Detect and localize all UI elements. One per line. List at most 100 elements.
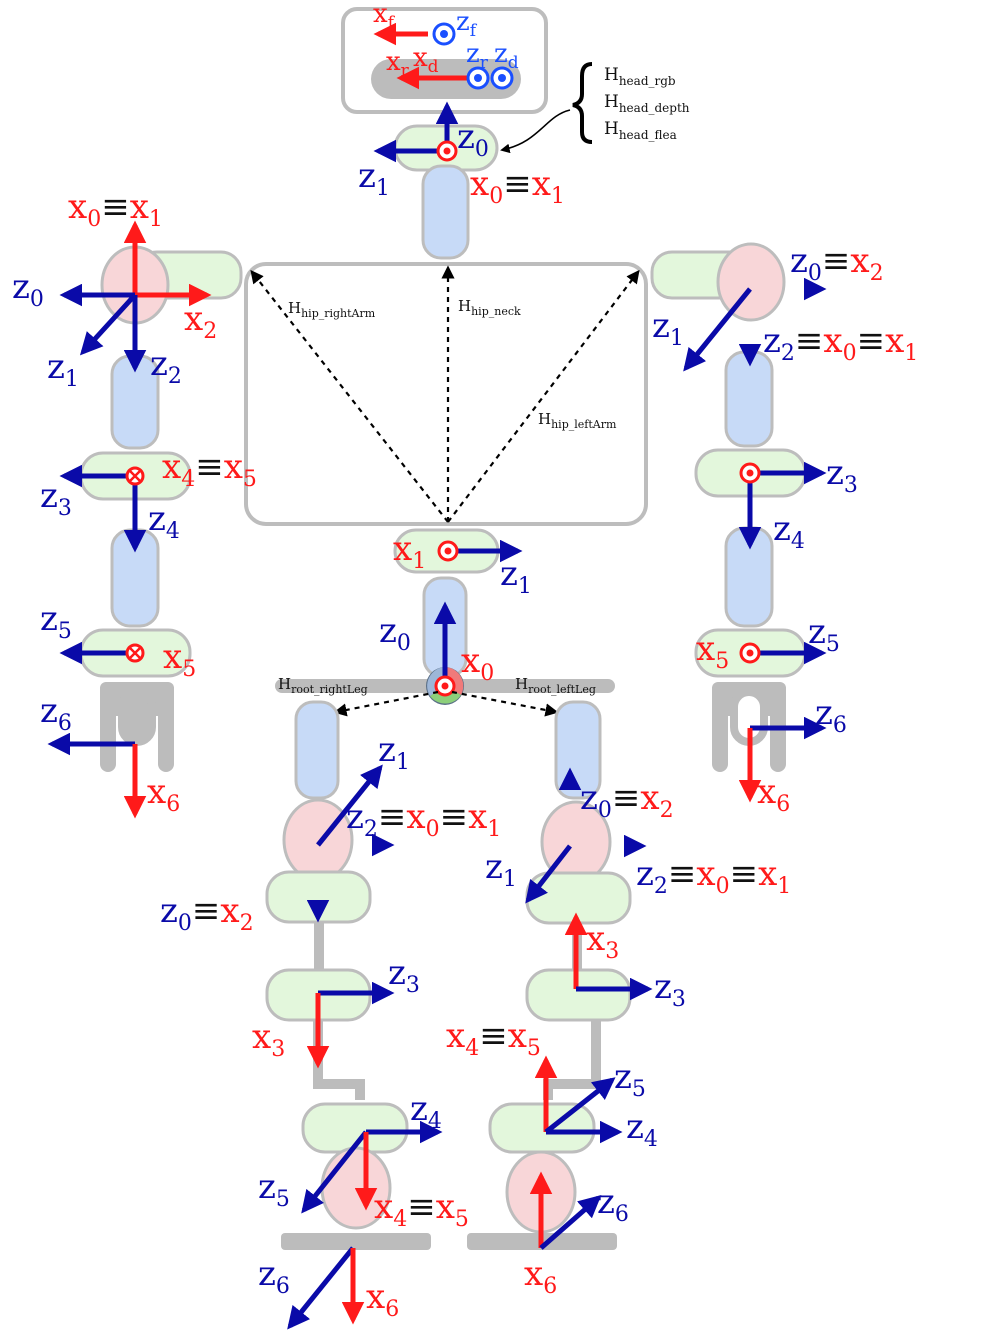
lbl-rarm-z5: z5 (40, 599, 72, 644)
rleg-hip-link (294, 700, 340, 800)
hip-rightArm-arrow (250, 269, 449, 523)
lbl-rleg-z4: z4 (410, 1089, 442, 1134)
lbl-larm-z1: z1 (652, 306, 684, 351)
rarm-x4-cross (129, 470, 141, 482)
neck-link (421, 164, 470, 260)
lbl-larm-z6: z6 (815, 693, 847, 738)
lleg-z1-arrow (525, 844, 572, 904)
rleg-foot (281, 1233, 431, 1250)
lbl-rleg-z6: z6 (258, 1254, 290, 1299)
lbl-larm-z3: z3 (826, 453, 858, 498)
larm-z1-arrow (683, 287, 752, 372)
lbl-lleg-z2-x0-x1: z2≡x0≡x1 (636, 854, 791, 899)
lbl-rarm-x6: x6 (147, 772, 180, 817)
lbl-head-xf: xf (373, 0, 396, 33)
lbl-rleg-z2-x0-x1: z2≡x0≡x1 (346, 797, 501, 842)
lbl-rleg-z3: z3 (388, 953, 420, 998)
lbl-larm-z5: z5 (808, 612, 840, 657)
lbl-h-head-rgb: Hhead_rgb (604, 65, 676, 88)
torso-box (244, 262, 648, 526)
lbl-larm-x5: x5 (696, 629, 729, 674)
lbl-lleg-z0-x2: z0≡x2 (580, 778, 674, 823)
rleg-z1-arrow (316, 764, 383, 847)
lbl-rleg-z1: z1 (378, 730, 410, 775)
larm-upper-link (724, 350, 774, 448)
lbl-h-root-rightLeg: Hroot_rightLeg (278, 675, 368, 696)
zf-dot (440, 30, 448, 38)
lbl-larm-z4: z4 (773, 509, 805, 554)
lbl-neck-z1: z1 (358, 156, 390, 201)
root-x0-dot (441, 682, 449, 690)
neck-x-dot (443, 147, 451, 155)
lbl-lleg-x3: x3 (586, 919, 619, 964)
lbl-lleg-z6: z6 (597, 1182, 629, 1227)
larm-finger-1 (712, 700, 728, 772)
lbl-rarm-z4: z4 (148, 499, 180, 544)
rarm-z1-arrow (79, 293, 137, 356)
root-rightLeg-arrow (333, 690, 439, 717)
lbl-torso-x1: x1 (393, 529, 426, 574)
left-leg-group: z0≡x2 z1 z2≡x0≡x1 x3 z3 x4≡x5 z5 z4 z6 x… (446, 700, 791, 1299)
lleg-shin-link (543, 1020, 601, 1100)
rleg-shin-link (313, 1020, 365, 1100)
rleg-z5-arrow (301, 1130, 368, 1214)
rarm-x5-cross (129, 647, 141, 659)
lbl-rarm-z6: z6 (40, 691, 72, 736)
torso-group: Hhip_rightArm Hhip_neck Hhip_leftArm x1 … (244, 262, 648, 717)
lbl-lleg-z1: z1 (485, 847, 517, 892)
root-leftLeg-arrow (451, 690, 559, 717)
lbl-h-head-depth: Hhead_depth (604, 92, 690, 115)
lbl-lleg-x4-x5: x4≡x5 (446, 1016, 541, 1061)
head-group: xf zf xr xd zr zd z0 z1 x0≡x1 Hhead_rgb … (341, 0, 690, 260)
lbl-neck-x0-x1: x0≡x1 (470, 164, 565, 209)
left-arm-group: z0≡x2 z1 z2≡x0≡x1 z3 z4 x5 z5 z6 x6 (650, 241, 918, 817)
lbl-rleg-x3: x3 (252, 1017, 285, 1062)
lbl-neck-z0: z0 (457, 117, 489, 162)
lbl-h-root-leftLeg: Hroot_leftLeg (515, 675, 596, 696)
lbl-head-zf: zf (456, 7, 478, 41)
lbl-rarm-z2: z2 (150, 344, 182, 389)
zd-dot (498, 74, 506, 82)
lbl-rleg-x6: x6 (366, 1277, 399, 1322)
larm-x3-dot (746, 469, 754, 477)
lbl-head-zr: zr (466, 39, 489, 73)
lbl-head-xr: xr (386, 47, 410, 81)
lleg-ankle-joint-a (488, 1102, 596, 1154)
lbl-larm-x6: x6 (757, 772, 790, 817)
lbl-rleg-z0-x2: z0≡x2 (160, 891, 254, 936)
right-leg-group: z1 z2≡x0≡x1 z0≡x2 z3 x3 z4 z5 x4≡x5 z6 x… (160, 700, 501, 1330)
larm-finger-2 (770, 700, 786, 772)
lbl-rarm-x4-x5: x4≡x5 (162, 447, 257, 492)
right-arm-group: x0≡x1 z0 x2 z1 z2 x4≡x5 z3 z4 z5 x5 z6 x… (12, 187, 257, 819)
lbl-h-head-flea: Hhead_flea (604, 119, 677, 142)
lbl-larm-z0-x2: z0≡x2 (790, 241, 884, 286)
lbl-lleg-z4: z4 (626, 1107, 658, 1152)
lbl-rarm-x0-x1: x0≡x1 (68, 187, 163, 232)
lbl-root-x0: x0 (461, 641, 494, 686)
lbl-rleg-z5: z5 (258, 1167, 290, 1212)
lbl-torso-z1: z1 (500, 554, 532, 599)
lbl-lleg-z3: z3 (654, 967, 686, 1012)
rleg-z6-arrow (287, 1246, 355, 1330)
lbl-rarm-z3: z3 (40, 476, 72, 521)
lbl-rarm-x2: x2 (184, 299, 217, 344)
head-transform-brace (572, 62, 593, 144)
rarm-finger-gap (118, 688, 156, 746)
lleg-z6-arrow (539, 1195, 602, 1250)
lbl-root-z0: z0 (379, 611, 411, 656)
zr-dot (474, 74, 482, 82)
lbl-rarm-x5b: x5 (163, 637, 196, 682)
lbl-rarm-z1: z1 (47, 347, 79, 392)
lbl-head-xd: xd (413, 43, 439, 77)
lbl-h-hip-leftArm: Hhip_leftArm (538, 410, 617, 431)
torso-x1-dot (444, 547, 452, 555)
lbl-h-hip-neck: Hhip_neck (458, 297, 521, 318)
head-transform-pointer (500, 109, 571, 154)
rleg-connector-1 (314, 922, 324, 970)
lbl-head-zd: zd (494, 39, 519, 73)
rarm-finger-2 (158, 700, 174, 772)
lbl-rleg-x4-x5: x4≡x5 (374, 1187, 469, 1232)
lbl-lleg-z5: z5 (614, 1057, 646, 1102)
lbl-larm-z2-x0-x1: z2≡x0≡x1 (763, 321, 918, 366)
